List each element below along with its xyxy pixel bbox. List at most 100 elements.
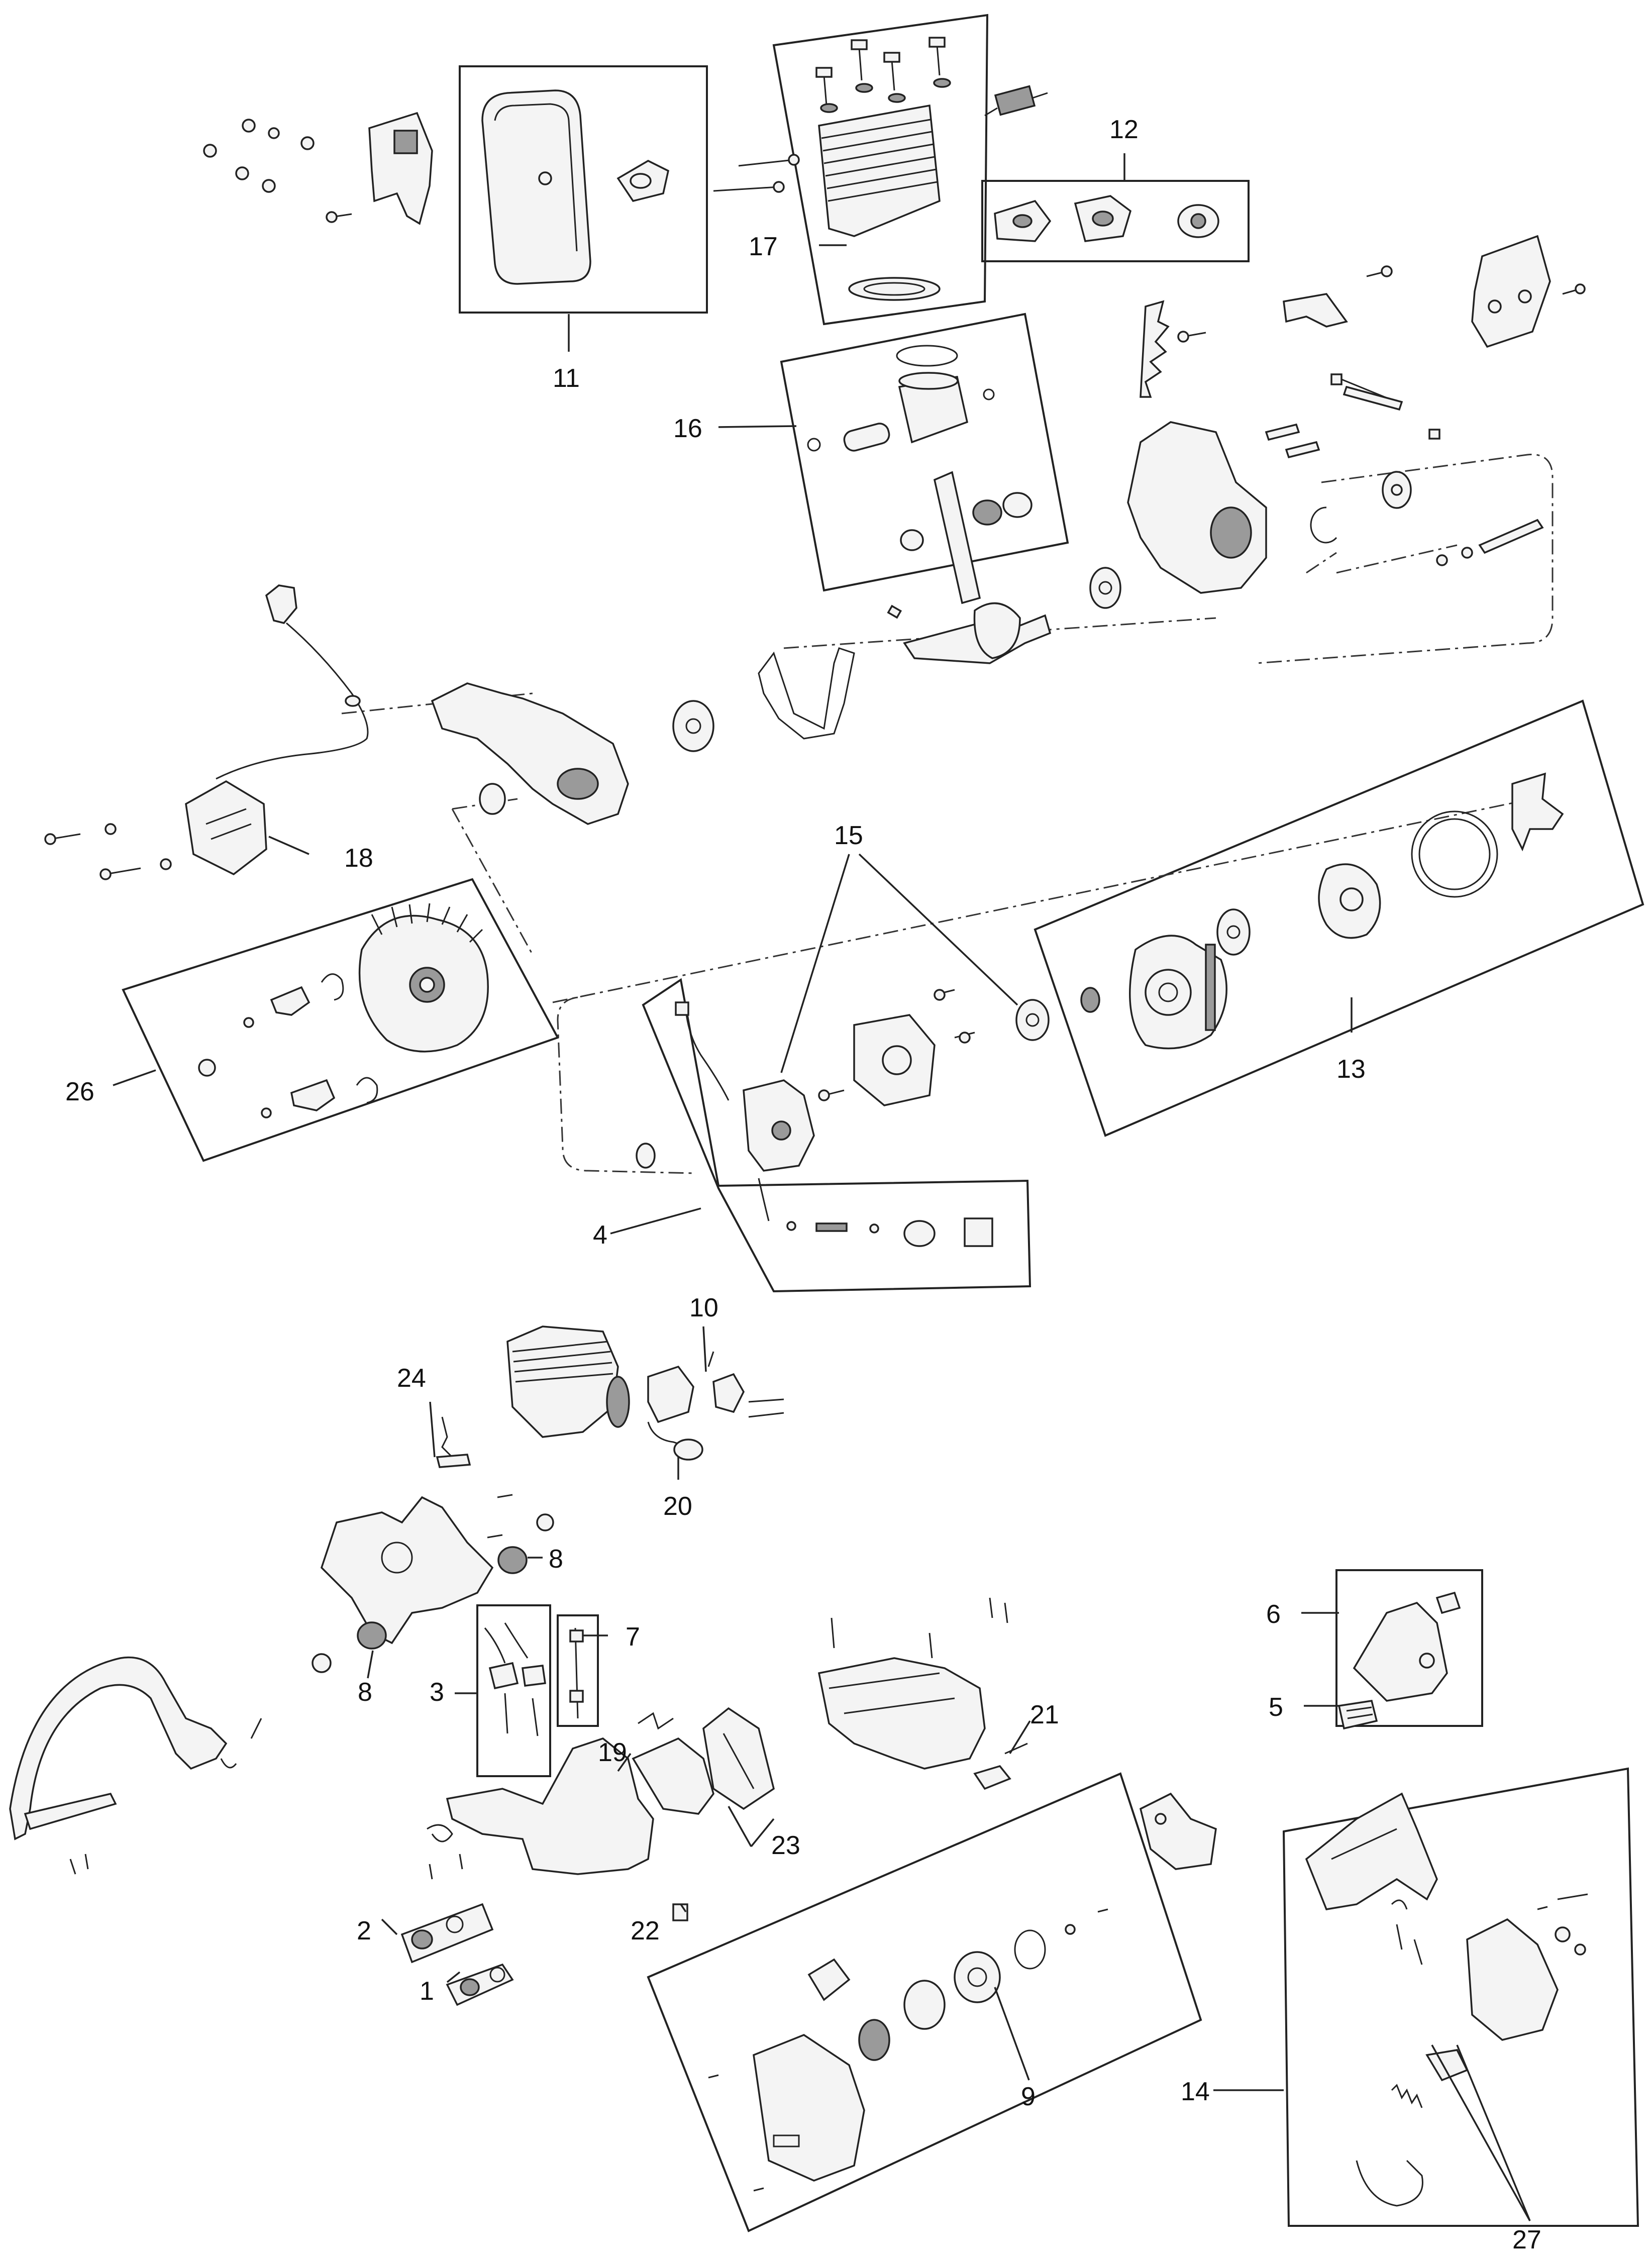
piston-group-frame — [780, 313, 1069, 592]
callout-10: 10 — [689, 1293, 718, 1322]
trigger-spring — [638, 1712, 674, 1730]
top-cover-assembly — [817, 1597, 1028, 1790]
bar-plate-bracket — [1283, 293, 1348, 328]
piston-pin — [843, 423, 890, 452]
av-mount — [357, 1621, 387, 1650]
callout-17: 17 — [749, 232, 778, 261]
callout-12: 12 — [1109, 115, 1139, 144]
hand-guard — [1305, 1792, 1438, 1910]
av-mount — [497, 1546, 528, 1574]
intake-group-frame — [981, 180, 1250, 262]
clutch-group-frame — [1034, 699, 1644, 1137]
crankcase-left — [431, 647, 855, 825]
front-handle — [9, 1656, 262, 1875]
callout-20: 20 — [663, 1492, 692, 1521]
clutch-assembly — [1080, 772, 1564, 1050]
coil-bolt — [50, 833, 141, 875]
brake-housing — [1466, 1918, 1559, 2041]
piston-assembly — [807, 345, 1032, 604]
flywheel-group-frame — [122, 878, 559, 1162]
callout-27: 27 — [1512, 2225, 1541, 2254]
oil-pump-assembly — [636, 989, 1050, 1247]
callout-22: 22 — [631, 1916, 660, 1945]
callout-21: 21 — [1030, 1700, 1059, 1729]
cylinder-gasket — [848, 277, 941, 301]
crankcase-bolt — [1343, 385, 1403, 411]
filter-caps — [400, 1903, 514, 2006]
brake-assembly — [1305, 1792, 1588, 2207]
snap-ring — [1310, 506, 1337, 544]
recoil-spring — [858, 2019, 890, 2061]
callout-11: 11 — [553, 364, 580, 393]
engine-assembly — [436, 1325, 784, 1468]
tank-housing — [427, 1707, 775, 1921]
handle-grip — [632, 1737, 714, 1815]
starter-handle — [807, 1958, 851, 2001]
left-bearing — [672, 700, 714, 752]
spark-plug-boot — [265, 584, 297, 624]
switch-22 — [672, 1903, 688, 1921]
connecting-rod — [933, 471, 981, 604]
cylinder-screws — [815, 37, 951, 113]
muffler-group-frame — [459, 65, 708, 314]
clutch-washer — [1216, 908, 1251, 956]
filter-parts — [484, 1622, 584, 1736]
callout-7: 7 — [626, 1622, 640, 1652]
spring-coil — [427, 1824, 453, 1842]
nut-icon — [235, 166, 249, 180]
piston-ring — [896, 345, 958, 367]
top-right-parts — [1140, 235, 1586, 403]
bar-nut — [1435, 1591, 1461, 1614]
spark-plug — [984, 85, 1048, 117]
brake-band — [1356, 2160, 1423, 2207]
throttle-link — [647, 1421, 689, 1448]
callout-14: 14 — [1181, 2077, 1210, 2106]
crankshaft — [887, 602, 1052, 664]
cylinder — [818, 104, 941, 237]
handle-frame — [312, 1494, 554, 1673]
clutch-spring — [1411, 810, 1498, 898]
leader-lines — [113, 153, 1531, 2221]
flywheel-nut — [198, 1059, 216, 1077]
nut-icon — [268, 127, 280, 139]
recoil-pulley — [903, 1980, 946, 2030]
assembly-frames — [122, 14, 1644, 2232]
circlip-icon — [807, 438, 821, 452]
pawl — [290, 1079, 336, 1111]
chain-cover-assembly — [1337, 1591, 1461, 1730]
callout-24: 24 — [397, 1364, 426, 1393]
oil-hose — [758, 1178, 770, 1221]
choke-knob — [973, 1765, 1011, 1790]
nut-icon — [262, 179, 276, 193]
oil-line — [685, 1009, 730, 1101]
cylinder-group-frame — [772, 14, 989, 326]
intake-assembly — [994, 195, 1219, 242]
muffler-assembly — [481, 89, 670, 285]
pawl-spring — [356, 1077, 378, 1104]
flywheel-assembly — [198, 903, 489, 1118]
filter-group-frame — [476, 1604, 551, 1777]
callout-1: 1 — [420, 1977, 434, 2006]
callout-16: 16 — [673, 414, 702, 443]
sprocket-cover — [1353, 1601, 1448, 1702]
cap-1 — [446, 1963, 514, 2006]
nut-icon — [203, 144, 217, 158]
cylinder-bolt — [713, 159, 794, 192]
coil-module — [185, 780, 267, 876]
callout-4: 4 — [593, 1220, 607, 1250]
callout-9: 9 — [1021, 2082, 1036, 2111]
callout-labels: 1 2 3 4 5 6 7 8 8 9 10 11 12 13 14 15 16… — [65, 115, 1541, 2254]
fan-housing — [1139, 1792, 1217, 1870]
needle-bearing — [972, 499, 1002, 526]
carb-manifold — [712, 1373, 745, 1413]
carburetor — [647, 1365, 694, 1423]
callout-15: 15 — [834, 821, 863, 850]
callout-13: 13 — [1336, 1055, 1366, 1084]
starter-housing — [753, 2034, 865, 2182]
callout-3: 3 — [430, 1678, 444, 1707]
handle-bar — [24, 1792, 117, 1830]
oil-filter — [964, 1217, 993, 1247]
bar-plate — [1471, 235, 1551, 348]
oil-cap — [903, 1220, 936, 1247]
crankcase-right — [1089, 385, 1544, 609]
